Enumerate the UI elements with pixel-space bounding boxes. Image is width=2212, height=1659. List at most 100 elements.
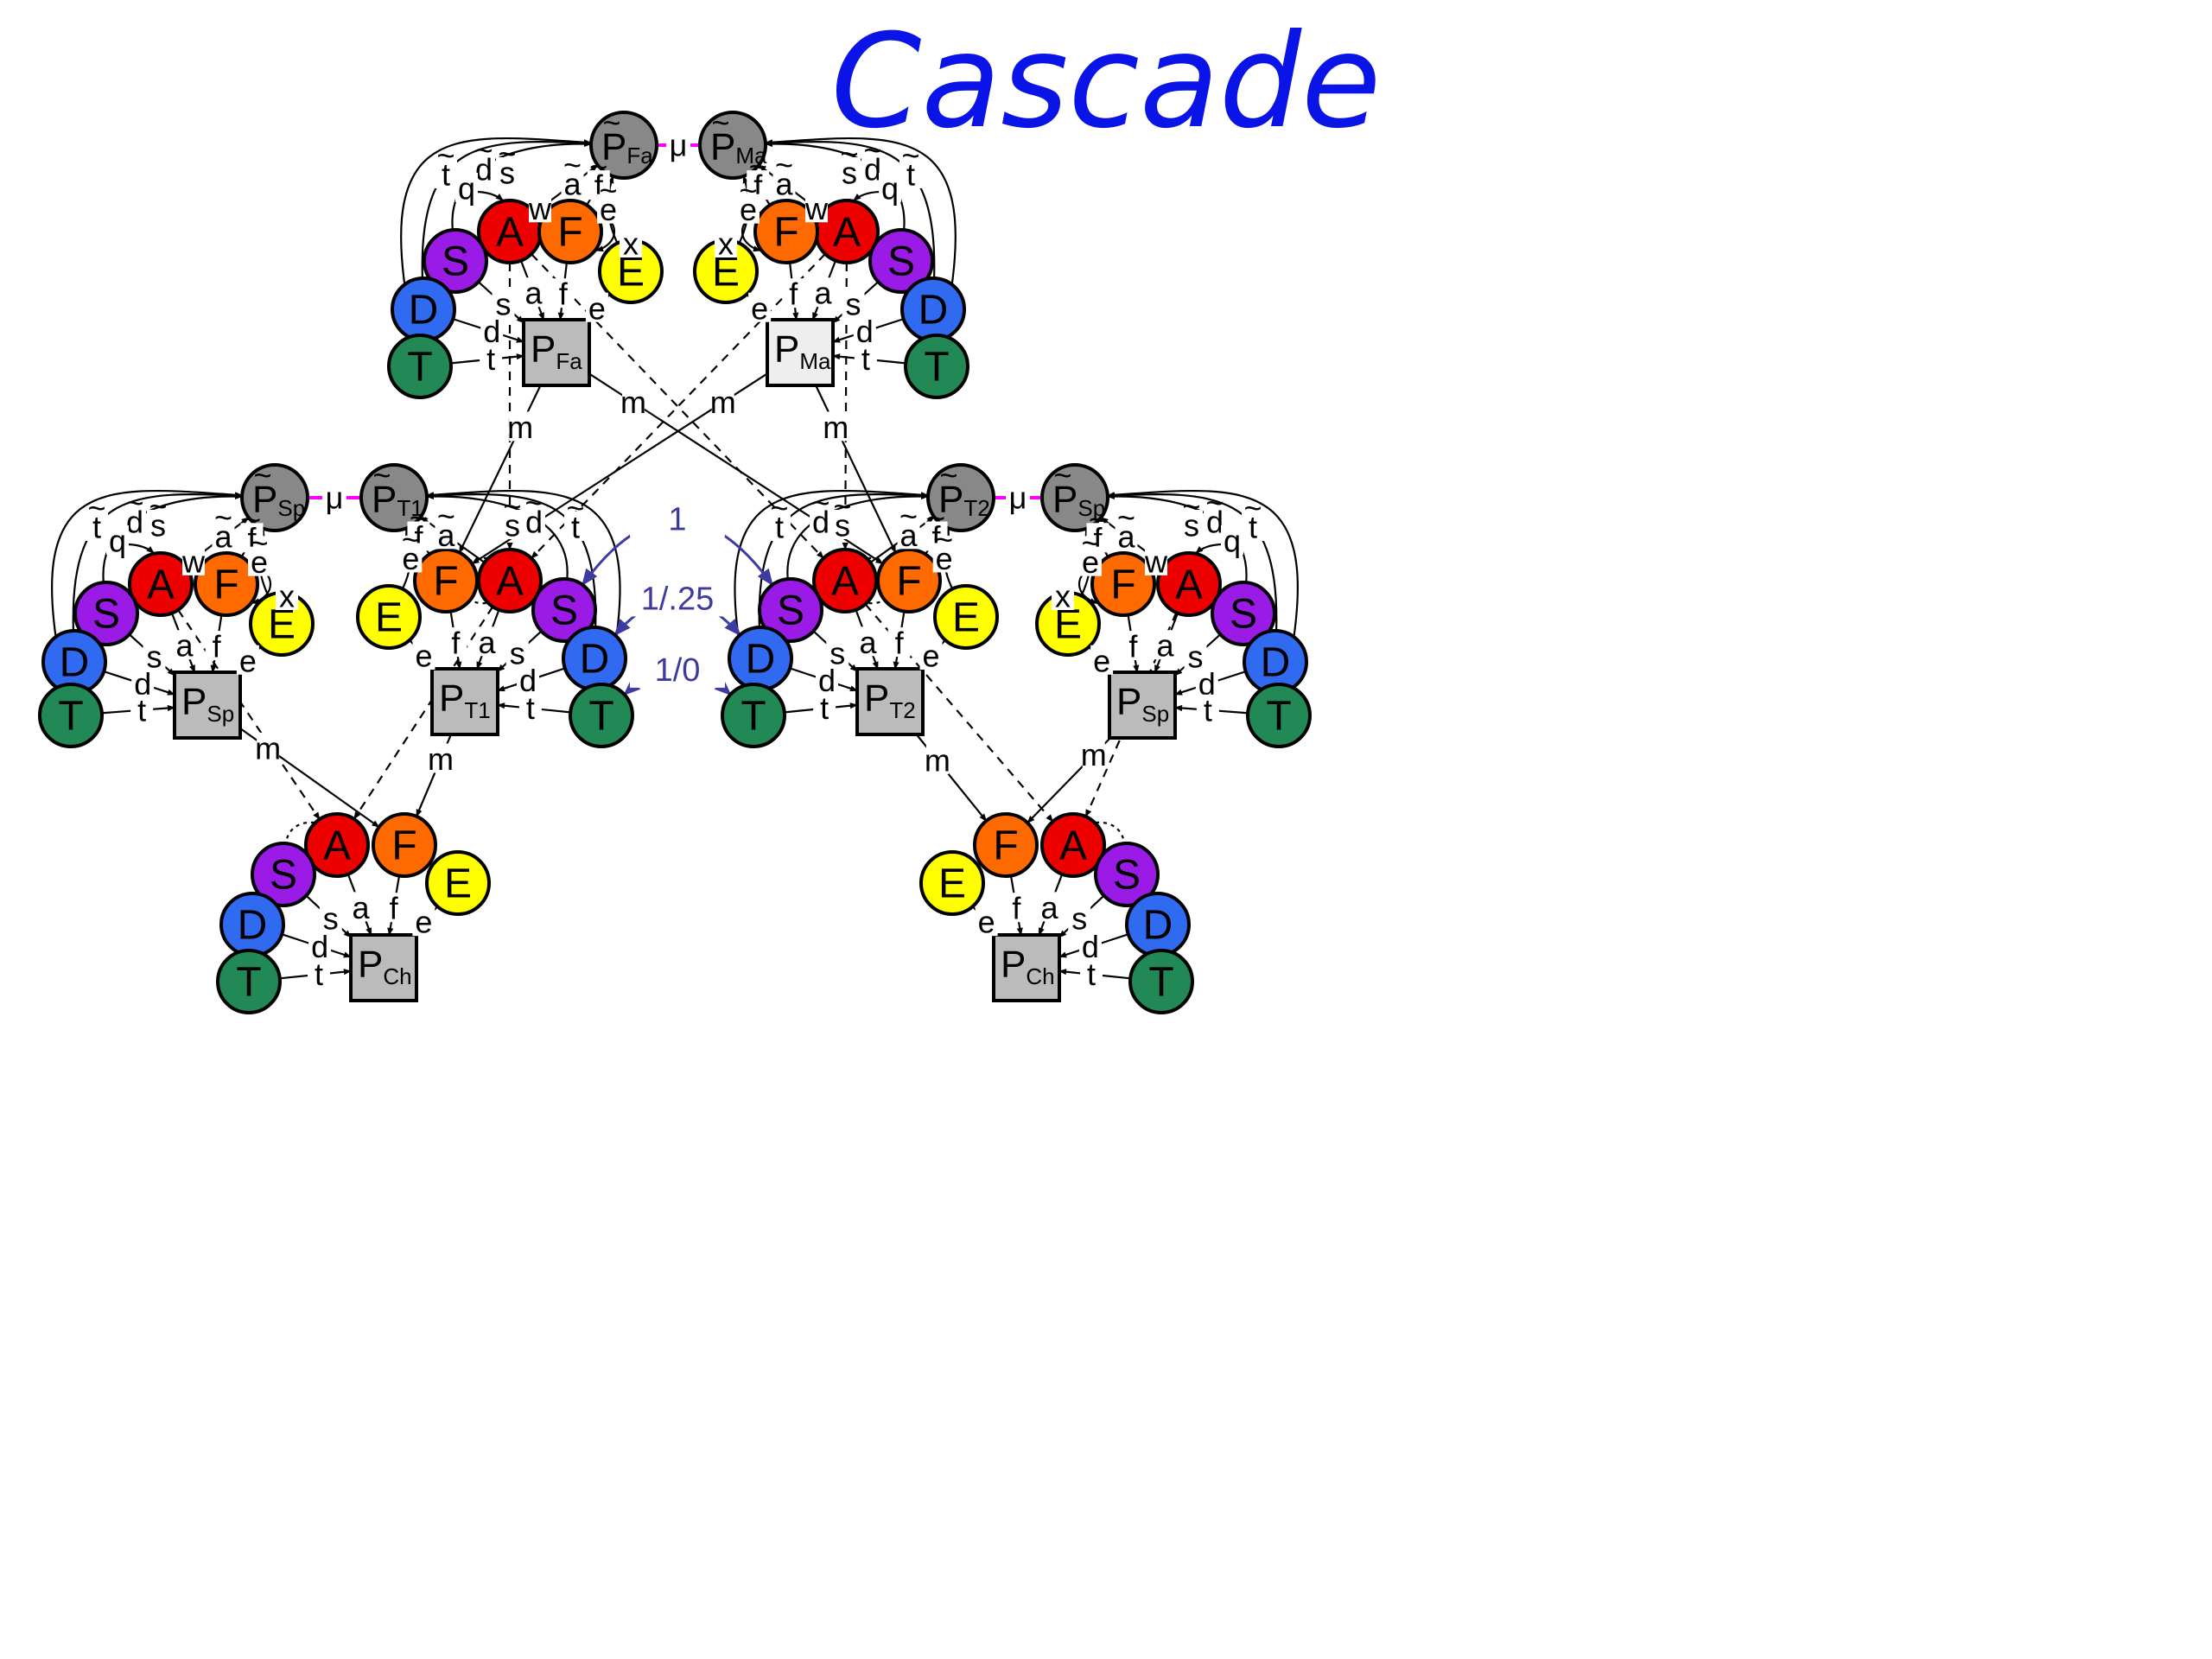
c2-e-path-label-bg [975,906,998,937]
t2-t-path-label: t [820,690,829,726]
t1-S-node-label: S [550,588,578,634]
fa-A-node-label: A [496,210,524,256]
ma-s-tilde-path-label-bg [838,157,861,187]
sp-P-latent-tilde: ~ [253,458,271,493]
sp-d-path-label: d [134,666,151,702]
fa-w-path-label-bg [529,193,551,223]
sp2-a-path-label-bg [1154,630,1177,660]
sp-F-node-label: F [213,563,238,608]
t2-a-path-label: a [859,625,877,660]
ma-q-label-bg [879,173,901,202]
ma-x-label-bg [715,228,737,257]
c2-s-path-label-bg [1068,902,1091,932]
c2-d-path-label-bg [1078,931,1102,961]
t1-t-path-label-bg [518,692,542,722]
c2-t-path-label-bg [1079,958,1103,988]
t2-e-tilde-path-label-tilde: ~ [935,522,953,557]
c2-S-node [1094,842,1160,907]
t2-t-tilde-path-label-bg [768,512,791,541]
sibling-S-label-bg [630,500,725,537]
t1-t-path-label: t [526,690,535,726]
ma-T-node [904,334,969,399]
t1-t-tilde-path-label: t [571,510,580,545]
t2-d-path-label-bg [815,664,838,695]
ma-P-box [766,318,835,387]
sp-t-path-label-bg [130,694,154,724]
sp-e-tilde-path-label: e [251,544,268,580]
fa-s-tilde-path-label-tilde: ~ [498,137,516,172]
fa-P-latent-tilde: ~ [602,105,620,141]
fa-d-path-label: d [483,314,500,349]
ma-t-tilde-path [765,137,957,336]
ma-P-latent [698,111,767,180]
sp-to-c1-m-path-label: m [255,730,281,766]
fa-d-tilde-path-label-tilde: ~ [474,133,493,168]
sp-a-tilde-path-label-bg [212,521,235,551]
ma-e-tilde-path-label-bg [736,194,760,224]
sp2-e-tilde-path-label-tilde: ~ [1081,525,1099,561]
ma-d-tilde-path-label: d [864,152,881,188]
c2-s-path-label: s [1071,900,1087,936]
ma-t-tilde-path-label-tilde: ~ [901,138,919,174]
sp2-d-tilde-path-label: d [1206,505,1224,540]
c1-P-box [349,933,418,1002]
sp2-f-tilde-path-label-tilde: ~ [1089,502,1107,537]
sp-t-tilde-path-label: t [92,510,101,545]
mu-fa-ma-label: μ [670,128,688,163]
fa-t-path-label-bg [480,343,503,373]
fa-x-label-bg [620,228,642,257]
ma-t-tilde-path-label: t [906,157,915,193]
ma-D-node-label: D [918,288,949,334]
sp-q-label: q [109,524,126,559]
fa-f-tilde-path-label: f [594,168,604,204]
fa-e-path-label: e [588,290,606,326]
ma-f-tilde-path-label: f [753,168,763,204]
c1-S-node-label: S [270,853,297,899]
c2-S-node-label: S [1113,853,1141,899]
fa-e-path-label-bg [585,292,608,322]
c1-F-node [372,812,437,878]
sp2-S-node-label: S [1230,592,1257,638]
fa-a-path-label: a [524,276,543,311]
fa-s-path-label-bg [492,289,515,319]
ma-e-path-label-bg [748,292,772,322]
fa-e-tilde-path-label: e [600,192,617,227]
t2-e-tilde-path-label-bg [932,543,956,573]
sp-t-tilde-path [51,489,243,686]
ma-q-label: q [881,171,899,207]
fa-a-tilde-path-label-bg [561,168,584,199]
fa-t-tilde-path-label-tilde: ~ [436,138,454,174]
t1-a-path-label-bg [475,626,499,657]
sp2-A-node [1156,551,1222,617]
c1-s-path-label-bg [319,902,342,932]
t2-to-c2-m-path-label-bg [925,744,949,774]
fa-s-tilde-path-label-bg [496,157,518,187]
t1-S-node [531,577,597,643]
sp2-s-tilde-path-label-bg [1180,510,1203,539]
ma-f-tilde-path-label-tilde: ~ [749,149,767,185]
sp-to-c1-m-path-label-bg [257,732,280,762]
ma-w-path-label-bg [805,193,828,223]
sp-f-path-label-bg [205,631,228,661]
ma-a-path-label-bg [811,277,835,308]
diagram-title: Cascade [830,7,1382,157]
fa-e-tilde-path-label-tilde: ~ [600,173,618,208]
c2-a-path-label-bg [1038,892,1061,922]
t1-s-tilde-path-label: s [505,508,520,543]
sp2-A-node-label: A [1175,563,1203,608]
sp2-q-label: q [1224,524,1241,559]
c1-e-path-label: e [415,905,432,940]
sp-a-tilde-path-label-tilde: ~ [214,500,232,536]
fa-P-box [522,318,591,387]
fa-t-path-label: t [486,341,495,377]
sp2-F-node [1090,551,1156,617]
c2-E-node-label: E [938,861,966,907]
ma-s-tilde-path-label: s [842,156,857,191]
fa-e-tilde-path-label-bg [597,194,620,224]
sp2-a-path-label: a [1157,628,1175,664]
ma-q-path [853,190,882,201]
t2-s-path-label-bg [826,638,849,668]
t1-P-box [430,667,499,736]
